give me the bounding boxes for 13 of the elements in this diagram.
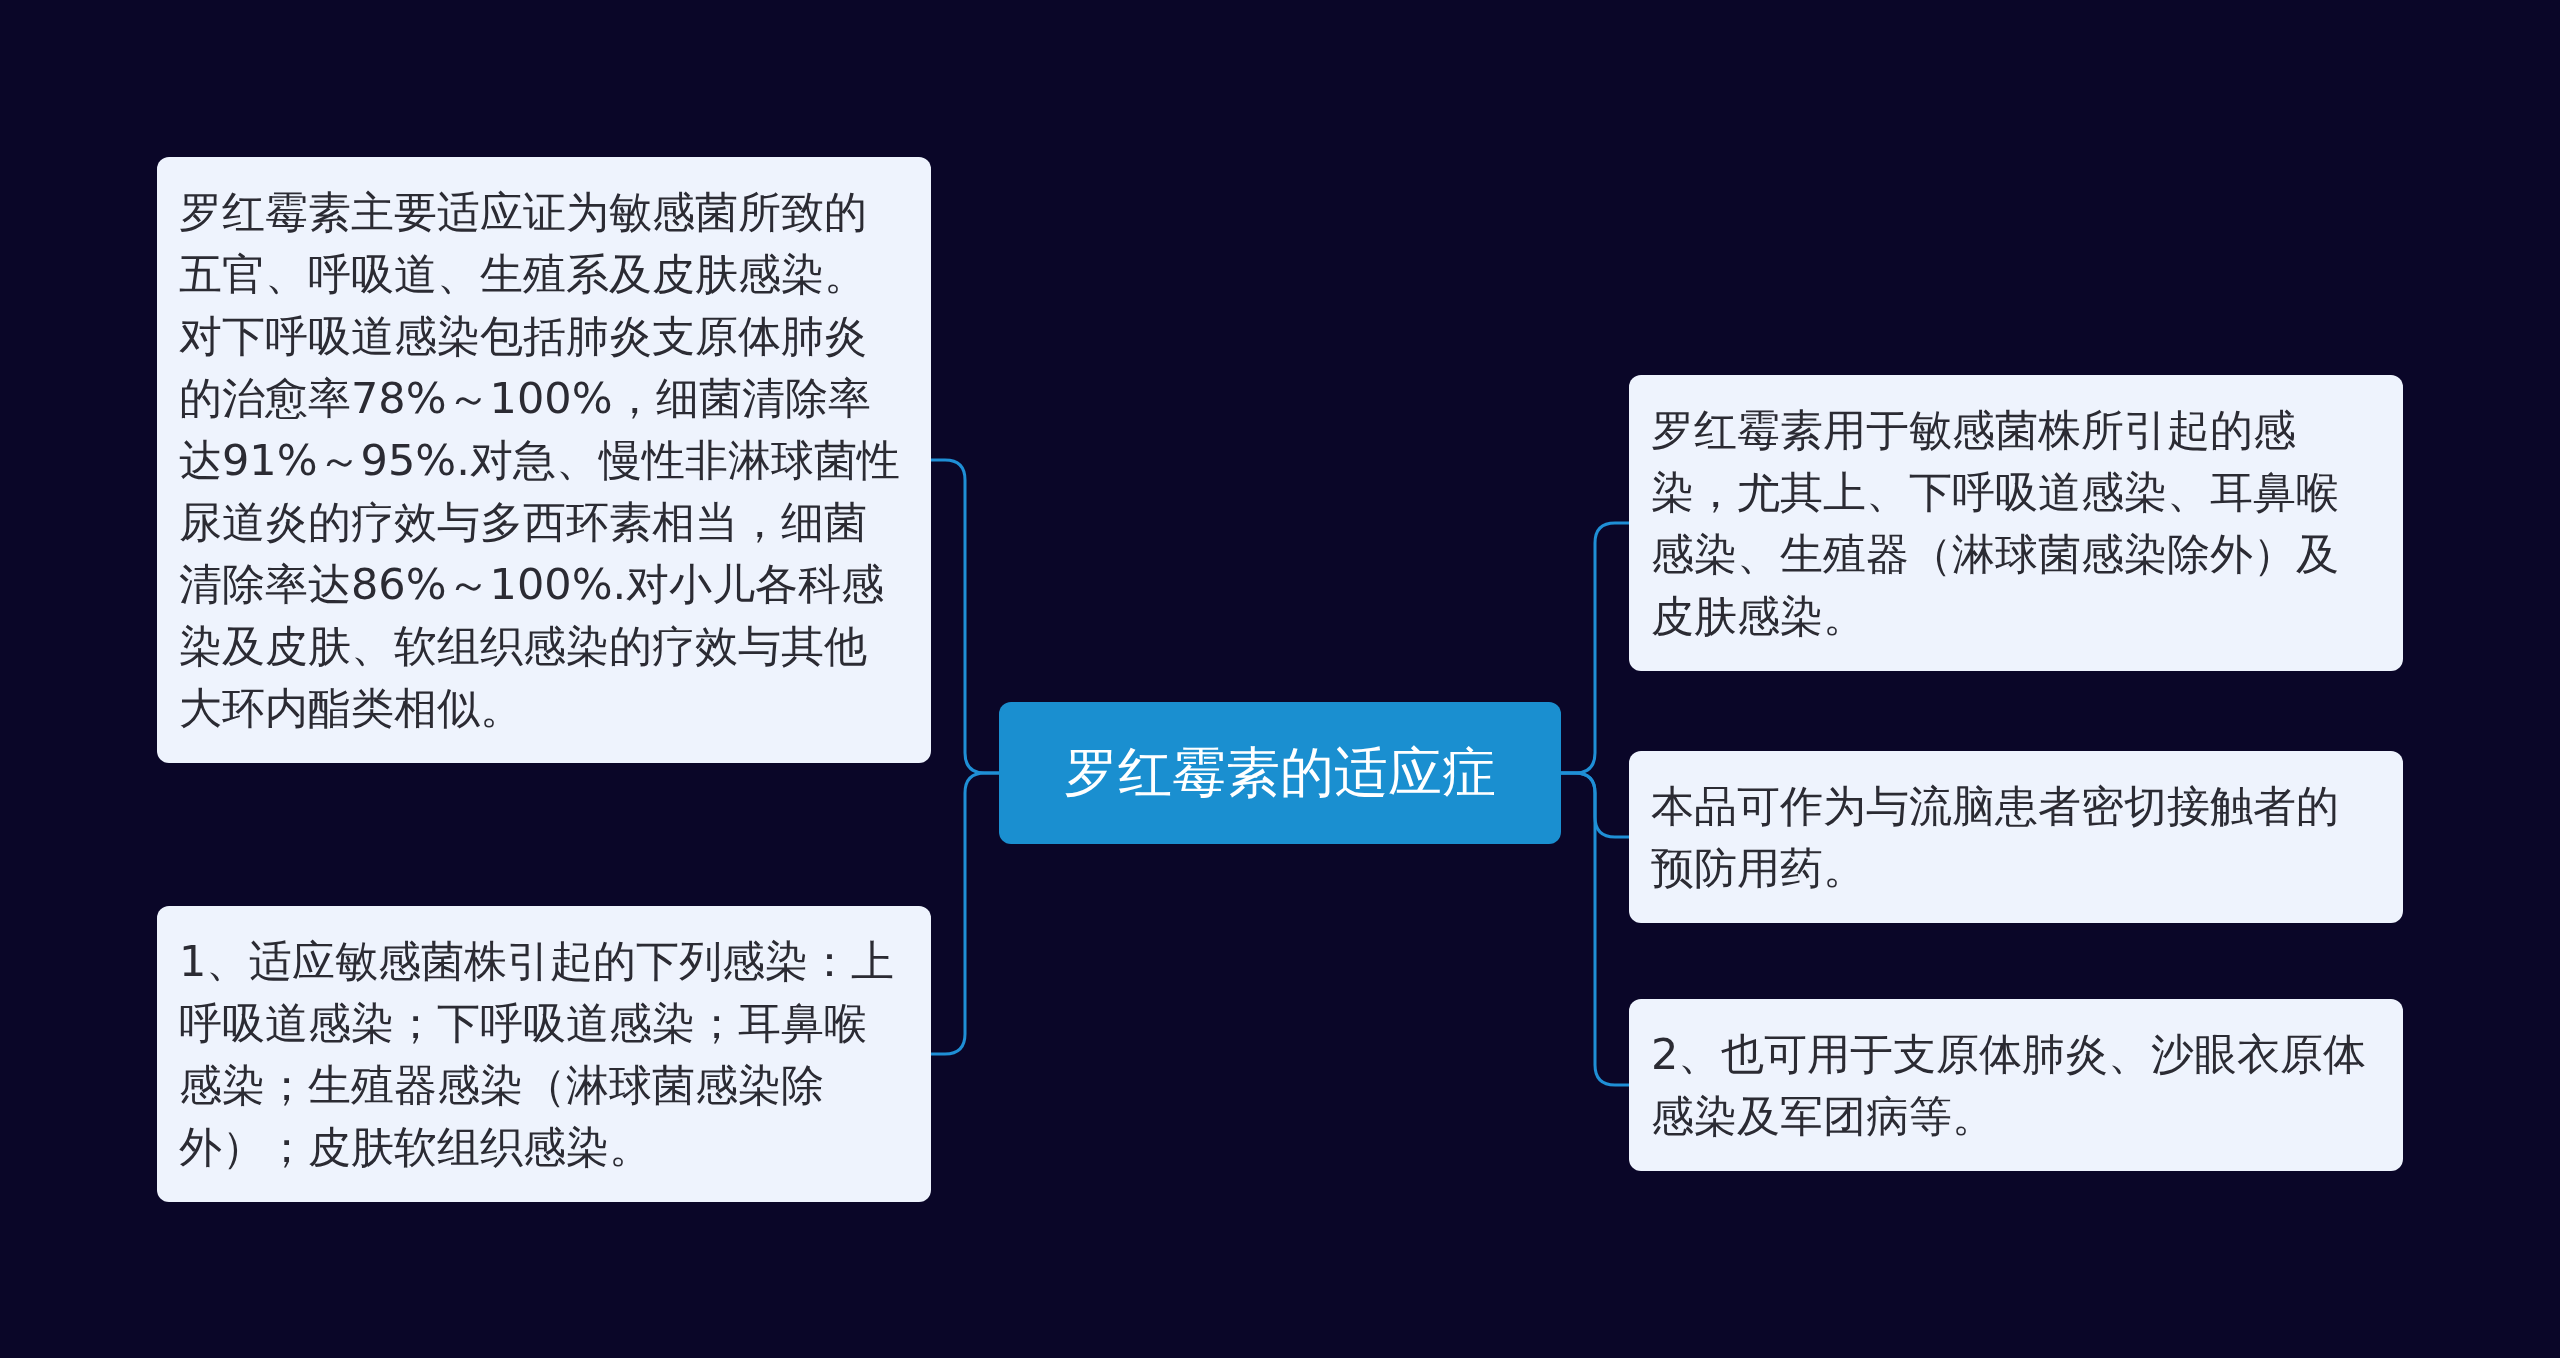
topic-text: 本品可作为与流脑患者密切接触者的预防用药。 (1651, 780, 2340, 895)
connector-line (931, 771, 999, 1056)
central-topic-box (999, 702, 1561, 844)
topic-box (157, 906, 931, 1202)
topic-box (1629, 375, 2403, 671)
topic-text: 罗红霉素的适应症 (1064, 739, 1496, 806)
topic-box (1629, 751, 2403, 923)
topic-text: 2、也可用于支原体肺炎、沙眼衣原体感染及军团病等。 (1651, 1028, 2368, 1143)
topic-box (1629, 999, 2403, 1171)
topic-text: 罗红霉素用于敏感菌株所引起的感染，尤其上、下呼吸道感染、耳鼻喉感染、生殖器（淋球菌感染除外）及皮肤感染。 (1651, 404, 2340, 643)
topic-text: 罗红霉素主要适应证为敏感菌所致的五官、呼吸道、生殖系及皮肤感染。对下呼吸道感染包括肺炎支原体肺炎的治愈率78%～100%，细菌清除率达91%～95%.对急、慢性非淋球菌性尿道炎的疗效与多西环素相当，细菌清除率达86%～100%.对小儿各科感染及皮肤、软组织感染的疗效与其他大环内酯类相似。 (179, 186, 901, 735)
topic-box (157, 157, 931, 763)
topic-text: 1、适应敏感菌株引起的下列感染：上呼吸道感染；下呼吸道感染；耳鼻喉感染；生殖器感染（淋球菌感染除外）；皮肤软组织感染。 (179, 935, 896, 1174)
